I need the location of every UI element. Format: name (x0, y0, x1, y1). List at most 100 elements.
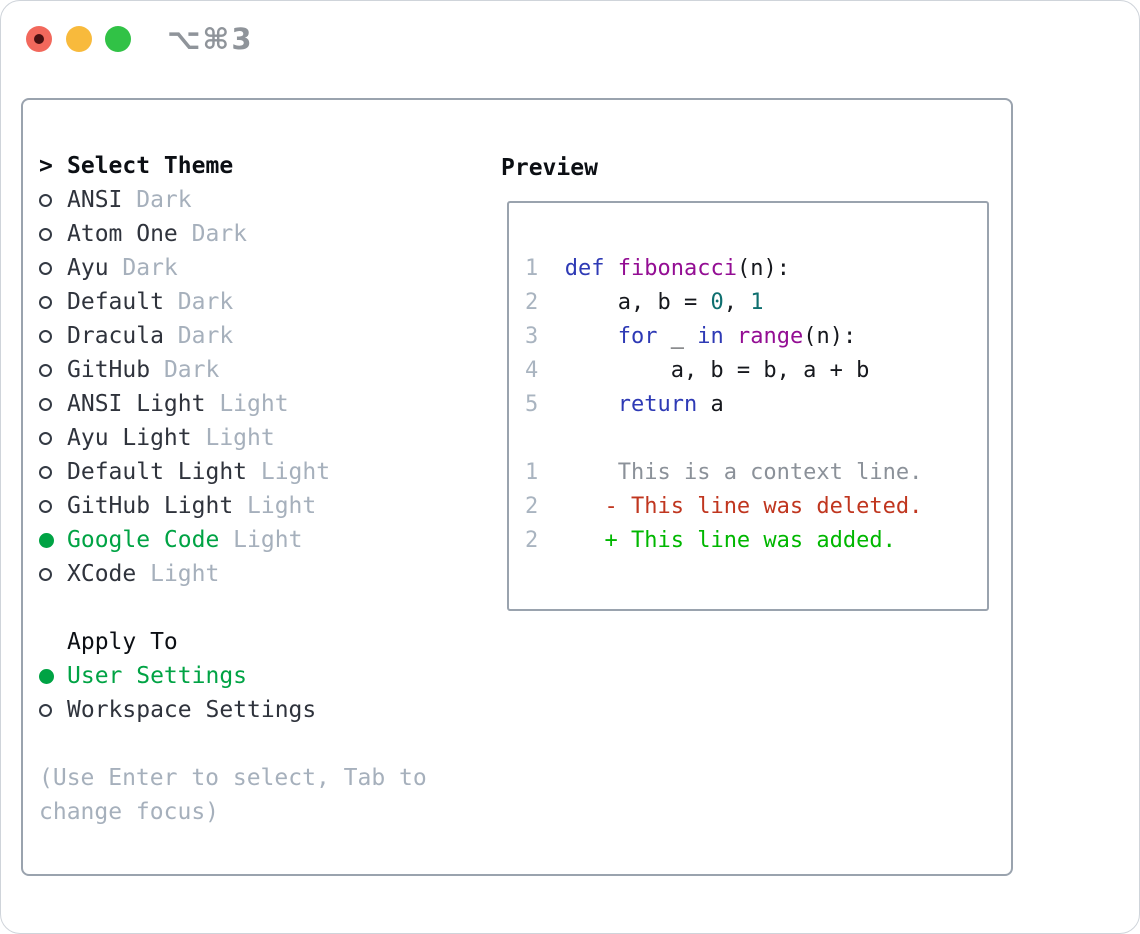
radio-unselected-icon (39, 465, 67, 479)
code-segment: range (736, 324, 804, 349)
code-segment: return (617, 392, 698, 417)
code-segment: in (697, 324, 724, 349)
zoom-button[interactable] (105, 26, 131, 52)
theme-option[interactable]: Default Dark (39, 285, 499, 319)
radio-unselected-icon (39, 227, 67, 241)
apply-option[interactable]: Workspace Settings (39, 693, 499, 727)
minimize-button[interactable] (66, 26, 92, 52)
radio-unselected-icon (39, 193, 67, 207)
theme-option[interactable]: ANSI Light Light (39, 387, 499, 421)
code-line: 2 - This line was deleted. (525, 490, 987, 524)
code-segment: + This line was added. (604, 528, 896, 553)
option-label: Dracula (67, 323, 164, 349)
radio-selected-icon (39, 532, 67, 548)
line-number: 3 (525, 324, 539, 349)
select-theme-title: Select Theme (67, 153, 234, 179)
radio-unselected-icon (39, 261, 67, 275)
radio-unselected-icon (39, 567, 67, 581)
code-segment (538, 324, 617, 349)
option-variant-label: Dark (163, 289, 234, 315)
option-variant-label: Dark (163, 323, 234, 349)
option-label: User Settings (67, 663, 248, 689)
option-variant-label: Light (136, 561, 220, 587)
line-number: 4 (525, 358, 539, 383)
theme-option[interactable]: Atom One Dark (39, 217, 499, 251)
code-segment: a, b = (538, 290, 711, 315)
code-line: 4 a, b = b, a + b (525, 354, 987, 388)
code-segment (724, 324, 737, 349)
section-gap (39, 727, 499, 761)
theme-option[interactable]: ANSI Dark (39, 183, 499, 217)
radio-unselected-icon (39, 295, 67, 309)
section-gap (39, 591, 499, 625)
code-segment: - This line was deleted. (604, 494, 923, 519)
option-variant-label: Dark (177, 221, 248, 247)
code-segment: a (697, 392, 724, 417)
code-line: 1 This is a context line. (525, 456, 987, 490)
theme-option[interactable]: GitHub Dark (39, 353, 499, 387)
option-label: GitHub Light (67, 493, 234, 519)
code-line: 1 def fibonacci(n): (525, 252, 987, 286)
line-number: 2 (525, 290, 539, 315)
line-number: 2 (525, 528, 539, 553)
code-segment (538, 494, 604, 519)
apply-to-header: Apply To (39, 625, 499, 659)
theme-option[interactable]: Default Light Light (39, 455, 499, 489)
option-label: ANSI (67, 187, 123, 213)
apply-option[interactable]: User Settings (39, 659, 499, 693)
option-label: XCode (67, 561, 137, 587)
code-segment: fibonacci (617, 256, 737, 281)
theme-option[interactable]: Ayu Light Light (39, 421, 499, 455)
radio-selected-icon (39, 668, 67, 684)
line-number: 2 (525, 494, 539, 519)
code-segment (538, 392, 617, 417)
code-segment: , (723, 290, 751, 315)
keyboard-hint: (Use Enter to select, Tab to change focu… (39, 765, 427, 825)
option-label: Ayu (67, 255, 109, 281)
option-label: Workspace Settings (67, 697, 317, 723)
code-segment: (n): (803, 324, 857, 349)
code-segment: (n): (736, 256, 790, 281)
code-segment (538, 256, 565, 281)
code-segment: _ (657, 324, 698, 349)
option-label: Default (67, 289, 164, 315)
line-number: 1 (525, 460, 539, 485)
radio-unselected-icon (39, 329, 67, 343)
option-variant-label: Dark (150, 357, 220, 383)
code-segment: This is a context line. (617, 460, 923, 485)
select-theme-header: > Select Theme (39, 149, 499, 183)
option-variant-label: Light (191, 425, 275, 451)
code-line: 2 a, b = 0, 1 (525, 286, 987, 320)
focus-arrow-icon: > (39, 153, 53, 179)
code-line: 3 for _ in range(n): (525, 320, 987, 354)
apply-to-title: Apply To (67, 629, 178, 655)
code-line: 5 return a (525, 388, 987, 422)
option-variant-label: Light (205, 391, 289, 417)
theme-option[interactable]: XCode Light (39, 557, 499, 591)
theme-option[interactable]: Dracula Dark (39, 319, 499, 353)
option-label: Google Code (67, 527, 220, 553)
code-segment: a, b = b, a + b (538, 358, 870, 383)
close-button[interactable] (26, 26, 52, 52)
code-segment: for (617, 324, 658, 349)
option-variant-label: Light (233, 493, 317, 519)
option-variant-label: Dark (108, 255, 178, 281)
option-variant-label: Light (247, 459, 331, 485)
theme-option[interactable]: Ayu Dark (39, 251, 499, 285)
option-label: ANSI Light (67, 391, 206, 417)
radio-unselected-icon (39, 431, 67, 445)
radio-unselected-icon (39, 703, 67, 717)
theme-option[interactable]: Google Code Light (39, 523, 499, 557)
theme-option[interactable]: GitHub Light Light (39, 489, 499, 523)
code-segment: 0 (710, 290, 724, 315)
option-variant-label: Light (219, 527, 303, 553)
titlebar: ⌥⌘3 (1, 1, 1139, 79)
radio-unselected-icon (39, 499, 67, 513)
preview-title: Preview (501, 155, 598, 181)
code-segment (605, 256, 618, 281)
